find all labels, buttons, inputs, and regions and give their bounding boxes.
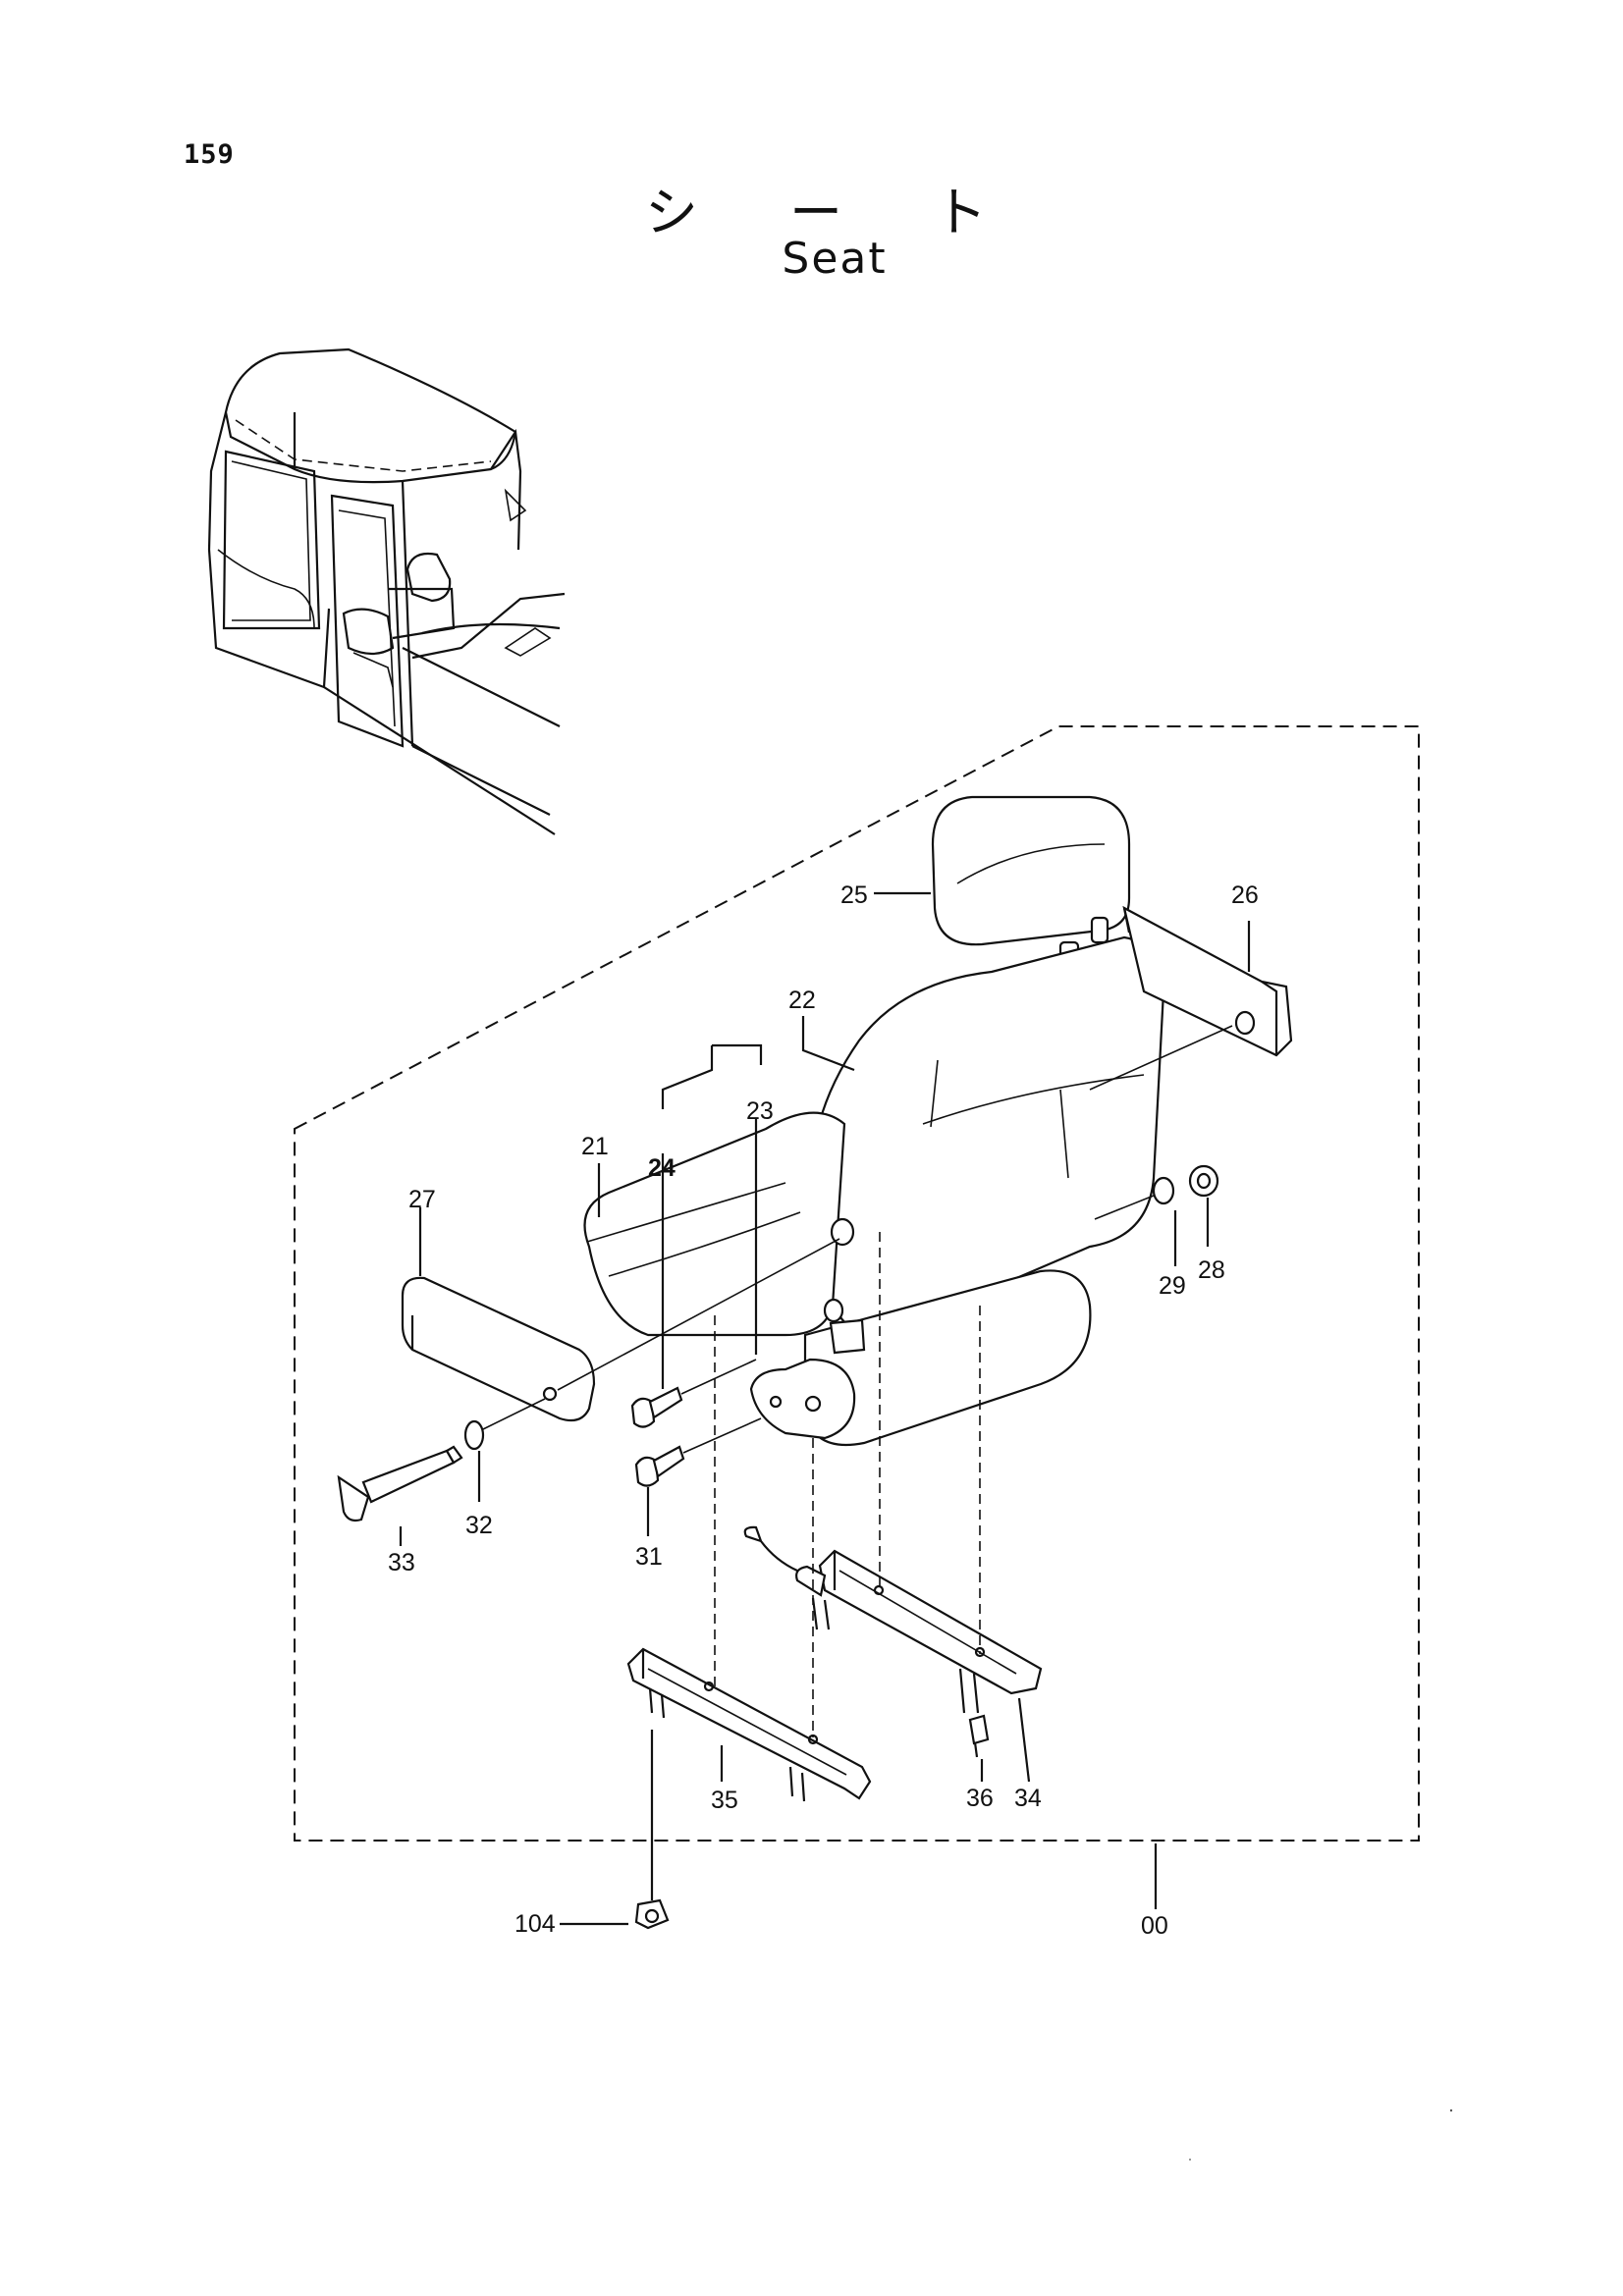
callout-25: 25	[840, 881, 868, 909]
callout-00: 00	[1141, 1912, 1168, 1940]
slide-rail-35	[626, 1647, 872, 1802]
callout-33: 33	[388, 1549, 415, 1576]
bolt-33	[337, 1445, 463, 1522]
callout-29: 29	[1159, 1272, 1186, 1300]
callout-31: 31	[635, 1543, 663, 1571]
callout-21: 21	[581, 1133, 609, 1160]
callout-22: 22	[788, 987, 816, 1014]
slide-rail-34	[743, 1525, 1043, 1714]
callout-35: 35	[711, 1787, 738, 1814]
callout-23: 23	[746, 1097, 774, 1125]
armrest-right	[1089, 905, 1293, 1091]
nut-washer-28-29	[1094, 1164, 1219, 1220]
callout-32: 32	[465, 1512, 493, 1539]
callout-27: 27	[408, 1186, 436, 1213]
washer-32	[463, 1398, 546, 1451]
title-japanese: シ ー ト	[644, 182, 1025, 243]
callout-26: 26	[1231, 881, 1259, 909]
armrest-left	[401, 1238, 840, 1422]
callout-36: 36	[966, 1785, 994, 1812]
page-number: 159	[184, 139, 235, 170]
bolt-24	[630, 1359, 757, 1428]
bolt-31	[634, 1417, 762, 1487]
nut-104	[634, 1730, 670, 1930]
callout-24: 24	[648, 1154, 676, 1182]
assembly-boundary	[294, 725, 1420, 1842]
callout-34: 34	[1014, 1785, 1042, 1812]
cab-location-inset	[207, 347, 566, 835]
callout-104: 104	[514, 1910, 556, 1938]
title-english: Seat	[782, 234, 888, 284]
callout-28: 28	[1198, 1256, 1225, 1284]
nut-36	[968, 1714, 990, 1758]
seat-assembly	[583, 935, 1165, 1447]
